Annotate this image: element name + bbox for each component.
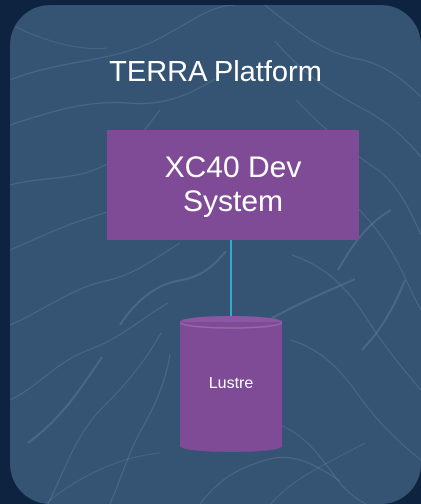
system-node: XC40 Dev System [107,130,359,240]
storage-node: Lustre [180,315,282,453]
platform-panel: TERRA Platform XC40 Dev System Lustre [10,5,421,504]
storage-label: Lustre [208,375,254,392]
connector-line [230,240,232,322]
storage-cylinder [180,316,282,452]
platform-title: TERRA Platform [109,56,322,88]
